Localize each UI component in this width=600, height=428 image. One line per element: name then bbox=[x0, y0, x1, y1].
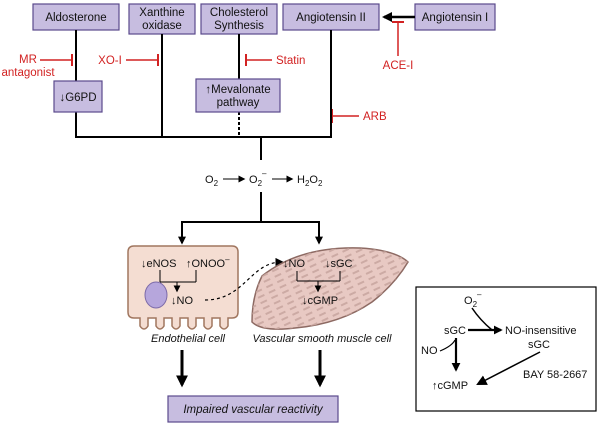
cholesterol-label-line1: Cholesterol bbox=[210, 7, 268, 19]
superoxide-label: O2– bbox=[249, 169, 267, 188]
no-diffusion-arrow bbox=[204, 257, 284, 301]
mr-label-line2: antagonist bbox=[1, 67, 55, 79]
mevalonate-box: ↑Mevalonate pathway bbox=[195, 78, 281, 113]
smc-sgc-label: ↓sGC bbox=[325, 258, 353, 270]
o2-label: O2 bbox=[205, 174, 219, 188]
outcome-box: Impaired vascular reactivity bbox=[167, 395, 339, 423]
g6pd-label: ↓G6PD bbox=[59, 92, 96, 104]
h2o2-label: H2O2 bbox=[297, 174, 323, 188]
mr-label-line1: MR bbox=[19, 54, 37, 66]
endothelial-cell: ↓eNOS ↑ONOO– ↓NO Endothelial cell bbox=[127, 245, 239, 345]
inset-bay-label: BAY 58-2667 bbox=[523, 369, 587, 381]
mevalonate-label-line1: ↑Mevalonate bbox=[205, 84, 270, 96]
xanthine-label-line1: Xanthine bbox=[139, 7, 184, 19]
aldosterone-label: Aldosterone bbox=[45, 12, 106, 24]
endothelial-no-label: ↓NO bbox=[171, 295, 193, 307]
statin-label: Statin bbox=[276, 55, 305, 67]
superoxide-reaction: O2 O2– H2O2 bbox=[205, 169, 323, 188]
xanthine-label-line2: oxidase bbox=[142, 20, 182, 32]
sgc-inset: O2– sGC NO-insensitive sGC NO ↑cGMP BAY … bbox=[415, 286, 597, 412]
nucleus bbox=[144, 281, 168, 309]
acei-inhibitor: ACE-I bbox=[383, 21, 414, 72]
enos-label: ↓eNOS bbox=[141, 258, 176, 270]
angiotensin-ii-box: Angiotensin II bbox=[282, 3, 380, 31]
onoo-label: ↑ONOO– bbox=[186, 255, 230, 270]
statin-inhibitor: Statin bbox=[245, 54, 305, 67]
angiotensin-i-box: Angiotensin I bbox=[414, 3, 496, 31]
g6pd-box: ↓G6PD bbox=[53, 80, 103, 113]
inset-no-label: NO bbox=[421, 345, 438, 357]
xanthine-oxidase-box: Xanthine oxidase bbox=[128, 3, 196, 35]
arb-label: ARB bbox=[363, 111, 387, 123]
smc-caption: Vascular smooth muscle cell bbox=[253, 333, 393, 345]
smc-cgmp-label: ↓cGMP bbox=[302, 295, 338, 307]
endothelial-caption: Endothelial cell bbox=[151, 333, 226, 345]
arb-inhibitor: ARB bbox=[331, 109, 387, 123]
inset-cgmp-label: ↑cGMP bbox=[432, 380, 468, 392]
acei-label: ACE-I bbox=[383, 60, 414, 72]
angiotensin-ii-label: Angiotensin II bbox=[296, 12, 366, 24]
inset-no-insensitive-label: NO-insensitive bbox=[505, 325, 577, 337]
inset-sgc-label: sGC bbox=[444, 325, 466, 337]
aldosterone-box: Aldosterone bbox=[32, 3, 120, 31]
xoi-inhibitor: XO-I bbox=[98, 54, 159, 67]
inset-o2-label: O2– bbox=[464, 290, 482, 309]
cholesterol-label-line2: Synthesis bbox=[214, 20, 264, 32]
inset-sgc2-label: sGC bbox=[528, 339, 550, 351]
cholesterol-synthesis-box: Cholesterol Synthesis bbox=[200, 3, 278, 35]
smooth-muscle-cell: ↓NO ↓sGC ↓cGMP Vascular smooth muscle ce… bbox=[251, 247, 409, 345]
mevalonate-label-line2: pathway bbox=[217, 97, 260, 109]
mr-antagonist-inhibitor: MR antagonist bbox=[1, 54, 73, 79]
xoi-label: XO-I bbox=[98, 55, 122, 67]
angiotensin-i-label: Angiotensin I bbox=[422, 12, 489, 24]
smc-no-label: ↓NO bbox=[283, 258, 305, 270]
outcome-label: Impaired vascular reactivity bbox=[183, 404, 324, 416]
